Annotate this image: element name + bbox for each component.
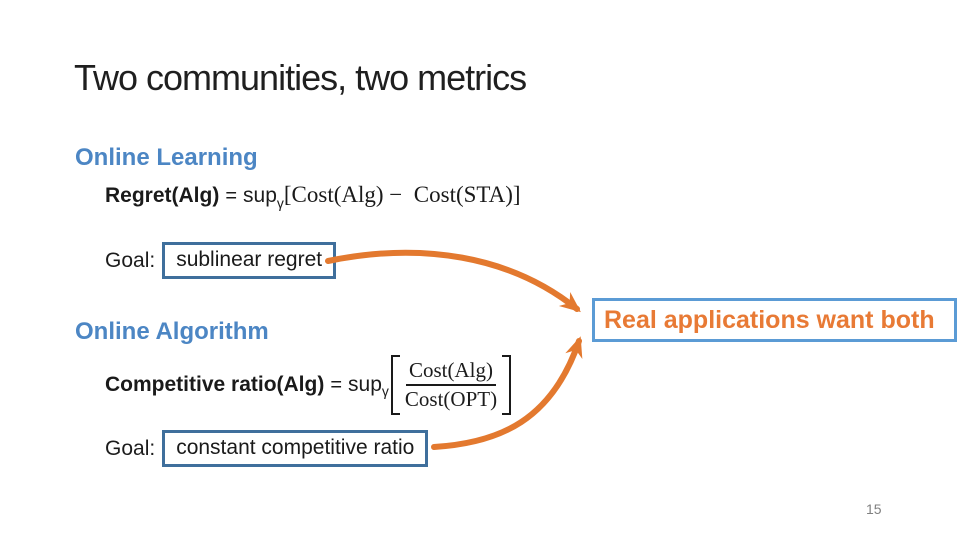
goal-box-constant-competitive-ratio: constant competitive ratio xyxy=(162,430,429,467)
left-bracket xyxy=(390,355,400,415)
gamma-subscript: γ xyxy=(276,195,284,211)
equals-sign: = xyxy=(225,185,238,207)
goal-label: Goal: xyxy=(105,436,156,460)
arrow-from-sublinear-regret xyxy=(325,249,581,313)
callout-box: Real applications want both xyxy=(592,298,957,342)
fraction-numerator: Cost(Alg) xyxy=(405,358,496,386)
section-heading-online-algorithm: Online Algorithm xyxy=(75,318,269,345)
callout-text: Real applications want both xyxy=(604,305,935,334)
sup-operator: sup xyxy=(348,373,382,396)
equals-sign: = xyxy=(330,373,343,396)
goal-text: constant competitive ratio xyxy=(176,436,415,459)
cr-formula-lhs: Competitive ratio(Alg) xyxy=(105,373,325,396)
slide-title: Two communities, two metrics xyxy=(74,57,527,98)
goal-row-algorithm: Goal: constant competitive ratio xyxy=(105,430,429,467)
regret-formula-lhs: Regret(Alg) xyxy=(105,184,220,207)
sup-operator: sup xyxy=(243,184,277,207)
fraction-denominator: Cost(OPT) xyxy=(404,387,498,411)
goal-label: Goal: xyxy=(105,248,156,272)
regret-formula-rhs: [Cost(Alg) − Cost(STA)] xyxy=(283,182,521,207)
section-heading-online-learning: Online Learning xyxy=(75,144,258,171)
page-number: 15 xyxy=(866,501,882,517)
goal-text: sublinear regret xyxy=(176,248,323,271)
gamma-subscript: γ xyxy=(381,383,389,399)
goal-row-learning: Goal: sublinear regret xyxy=(105,242,337,279)
right-bracket xyxy=(502,355,512,415)
cost-ratio-fraction: Cost(Alg)Cost(OPT) xyxy=(400,358,502,412)
goal-box-sublinear-regret: sublinear regret xyxy=(162,242,337,279)
